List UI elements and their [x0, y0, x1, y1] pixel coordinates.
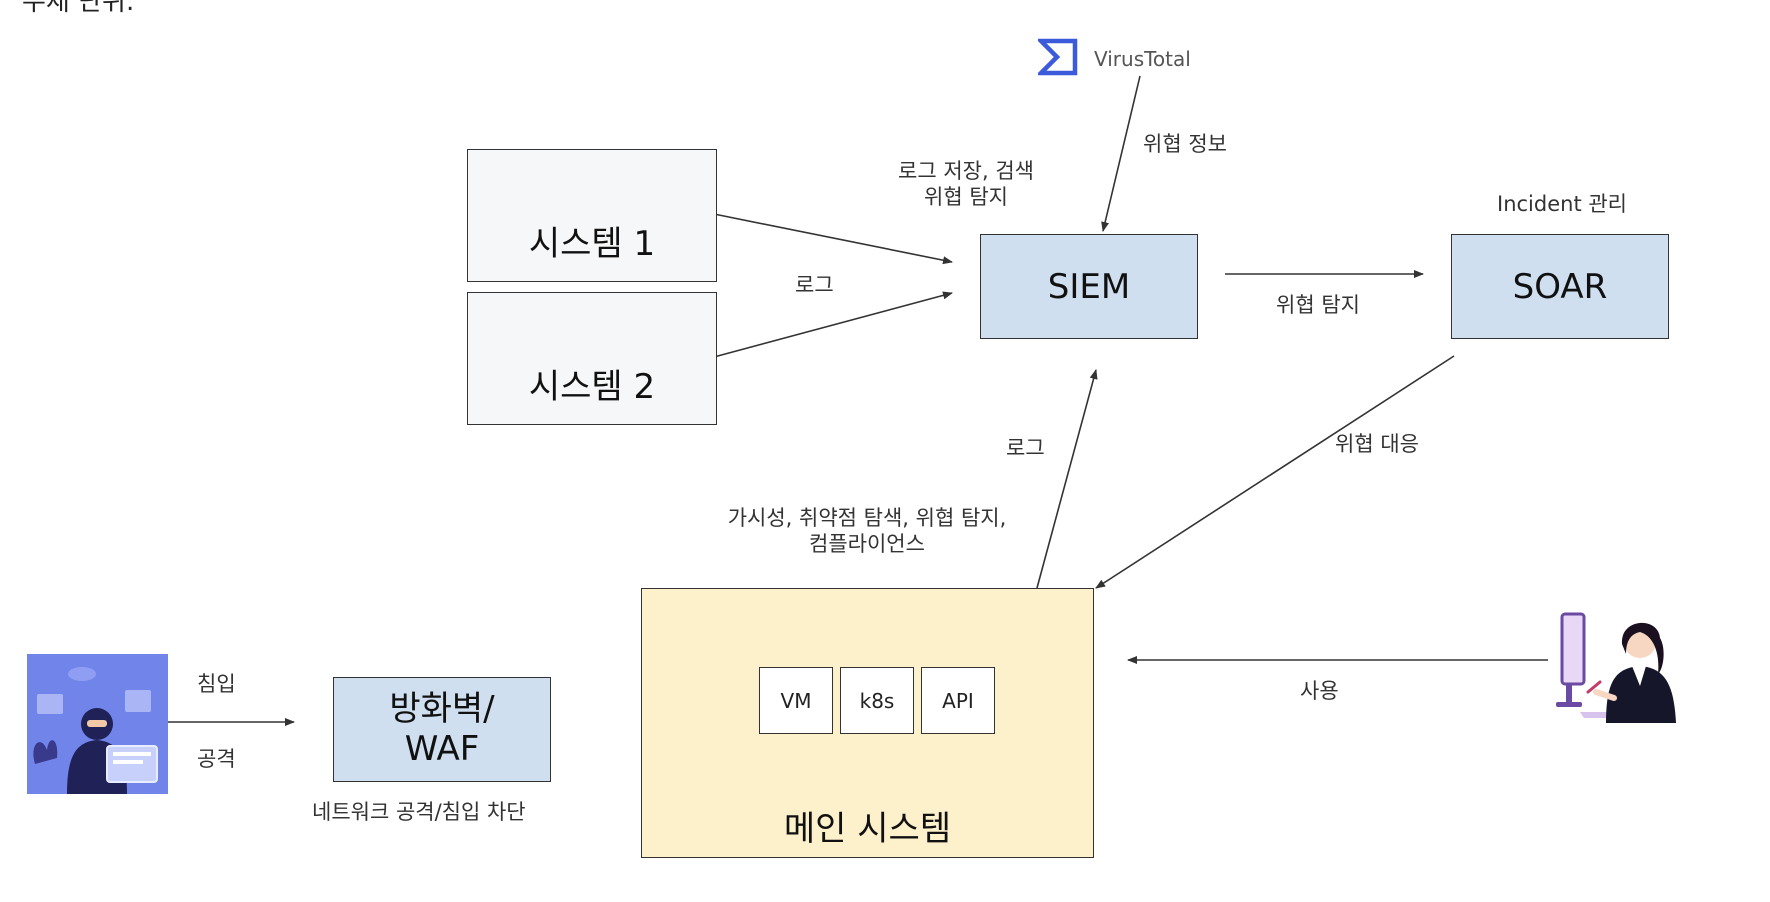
vm-box: VM — [759, 667, 833, 734]
k8s-box: k8s — [840, 667, 914, 734]
system-2-label: 시스템 2 — [528, 367, 656, 407]
arrow-virustotal-siem — [1101, 75, 1141, 232]
label-usage: 사용 — [1300, 679, 1339, 703]
label-main-desc-line2: 컴플라이언스 — [809, 532, 925, 557]
system-1-box: 시스템 1 — [467, 149, 717, 282]
hacker-illustration — [27, 654, 168, 794]
label-log-store: 로그 저장, 검색 위협 탐지 — [880, 158, 1052, 211]
vm-label: VM — [780, 688, 812, 713]
label-log-main: 로그 — [1006, 436, 1045, 460]
main-system-box: VM k8s API 메인 시스템 — [641, 588, 1094, 858]
virustotal-logo-icon — [1038, 38, 1078, 76]
label-incident-mgmt: Incident 관리 — [1497, 192, 1627, 216]
system-2-box: 시스템 2 — [467, 292, 717, 425]
label-threat-detect: 위협 탐지 — [1276, 293, 1360, 317]
label-firewall-desc: 네트워크 공격/침입 차단 — [312, 800, 526, 824]
label-main-desc-line1: 가시성, 취약점 탐색, 위협 탐지, — [727, 506, 1007, 530]
siem-label: SIEM — [1047, 266, 1131, 307]
arrow-main-siem — [1036, 369, 1098, 589]
system-1-label: 시스템 1 — [528, 224, 656, 264]
label-attack: 공격 — [197, 747, 236, 771]
firewall-waf-box: 방화벽/ WAF — [333, 677, 551, 782]
soar-box: SOAR — [1451, 234, 1669, 339]
arrow-system1-siem — [713, 213, 953, 265]
firewall-label-line1: 방화벽/ — [389, 689, 495, 730]
arrow-system2-siem — [713, 291, 953, 358]
label-main-desc: 가시성, 취약점 탐색, 위협 탐지, 컴플라이언스 — [712, 505, 1022, 558]
label-log-systems: 로그 — [795, 273, 834, 297]
firewall-label-line2: WAF — [404, 728, 480, 769]
virustotal-label: VirusTotal — [1094, 47, 1191, 71]
label-threat-info: 위협 정보 — [1143, 132, 1227, 156]
main-system-label: 메인 시스템 — [783, 809, 952, 849]
virustotal-logo: VirusTotal — [1038, 38, 1198, 80]
api-box: API — [921, 667, 995, 734]
soar-label: SOAR — [1512, 266, 1608, 307]
label-intrusion: 침입 — [197, 672, 236, 696]
analyst-illustration — [1548, 608, 1688, 723]
arrow-soar-main — [1095, 355, 1455, 589]
label-log-store-line1: 로그 저장, 검색 — [898, 159, 1034, 183]
label-log-store-line2: 위협 탐지 — [924, 185, 1008, 210]
siem-box: SIEM — [980, 234, 1198, 339]
label-threat-response: 위협 대응 — [1335, 432, 1419, 456]
api-label: API — [942, 688, 974, 713]
k8s-label: k8s — [859, 688, 895, 713]
header-fragment: 수재 단위. — [22, 0, 135, 17]
